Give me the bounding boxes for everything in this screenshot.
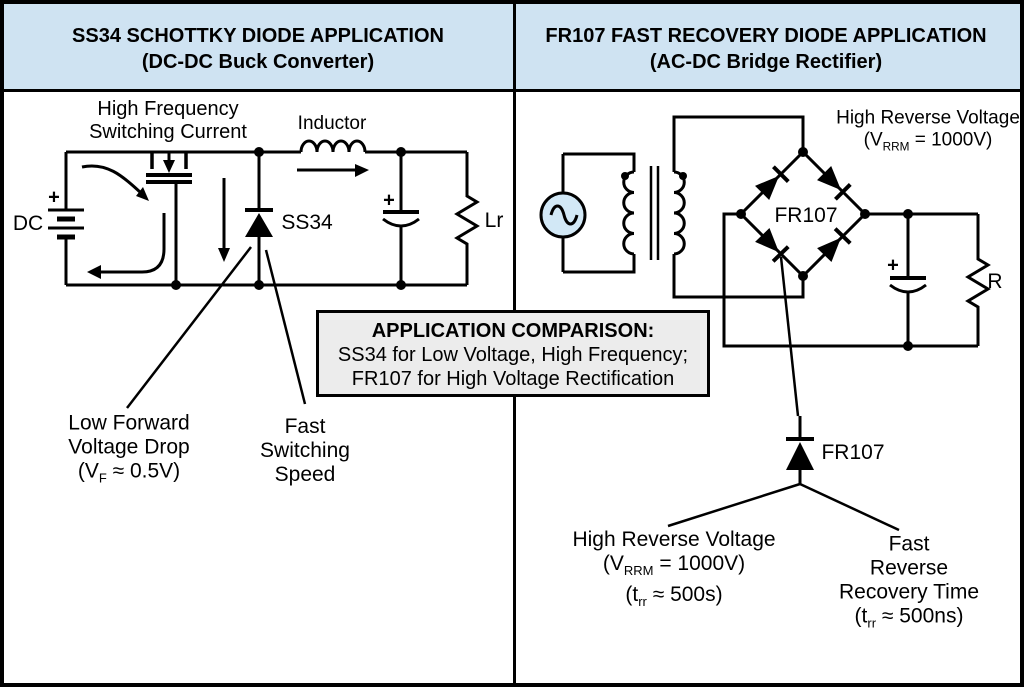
left-title-line2: (DC-DC Buck Converter) (141, 50, 375, 73)
ss34-diode-label: SS34 (281, 211, 333, 234)
comparison-line2: FR107 for High Voltage Rectification (351, 368, 675, 390)
left-title-line1: SS34 SCHOTTKY DIODE APPLICATION (72, 24, 444, 47)
switch-note: High Frequency Switching Current (89, 98, 247, 144)
switch-note-line2: Switching Current (89, 121, 247, 143)
junction-dot (171, 147, 406, 290)
filter-cap-plus-sign: + (887, 254, 899, 277)
vrrm-spec2: (VRRM = 1000V) (602, 551, 746, 578)
schottky-diode-icon (245, 152, 273, 285)
mosfet-switch-icon (146, 152, 192, 285)
buck-converter-circuit (48, 139, 480, 409)
inductor-icon (299, 139, 367, 153)
right-panel-title: FR107 FAST RECOVERY DIODE APPLICATION (A… (512, 4, 1020, 89)
bridge-diode-icon (755, 165, 790, 200)
bridge-diode-icon (817, 227, 852, 263)
reverse-voltage-line1: High Reverse Voltage (836, 107, 1020, 129)
load-lr-label: Lr (484, 209, 504, 232)
comparison-box: APPLICATION COMPARISON: SS34 for Low Vol… (316, 310, 710, 397)
fr107-diode-label: FR107 (821, 441, 885, 464)
dc-source-label: DC (12, 212, 44, 235)
fast-switching-line2: Switching (260, 439, 350, 462)
circuit-diagram (48, 115, 991, 532)
bridge-fr107-label: FR107 (774, 204, 838, 227)
recovery-line1: Fast (888, 532, 930, 556)
load-r-label: R (987, 270, 1003, 293)
wire (672, 115, 805, 172)
trr-spec: (trr ≈ 500s) (625, 583, 723, 610)
inductor-label: Inductor (297, 113, 367, 134)
recovery-line3: Recovery Time (838, 580, 980, 604)
leader-line (126, 246, 252, 409)
current-arrow (218, 178, 230, 262)
vrrm-spec: (VRRM = 1000V) (863, 129, 993, 154)
recovery-time-note: Fast Reverse Recovery Time (trr ≈ 500ns) (839, 532, 979, 635)
leader-line (779, 256, 800, 417)
transformer-icon (621, 166, 687, 260)
leader-line (667, 482, 801, 528)
fast-switching-line3: Speed (274, 463, 336, 486)
current-arrow (297, 164, 369, 177)
right-title-line1: FR107 FAST RECOVERY DIODE APPLICATION (545, 24, 987, 47)
current-arrow (87, 213, 166, 279)
sine-wave-icon (549, 204, 579, 226)
wire (722, 212, 978, 348)
fr107-diode-icon (786, 416, 814, 484)
comparison-title: APPLICATION COMPARISON: (371, 320, 655, 342)
current-arrow (81, 164, 149, 201)
capacitor-plus-sign: + (383, 189, 395, 212)
phase-dot (679, 172, 687, 180)
ac-source-icon (539, 191, 587, 239)
vf-spec: (VF ≈ 0.5V) (77, 459, 181, 486)
capacitor-icon (889, 214, 927, 346)
junction-dot (736, 147, 913, 351)
right-title-line2: (AC-DC Bridge Rectifier) (649, 50, 883, 73)
left-panel-title: SS34 SCHOTTKY DIODE APPLICATION (DC-DC B… (4, 4, 512, 89)
wire (672, 254, 805, 299)
reverse-voltage-note2: High Reverse Voltage (VRRM = 1000V) (trr… (572, 528, 775, 614)
resistor-icon (454, 152, 480, 285)
forward-drop-line2: Voltage Drop (68, 435, 190, 459)
bridge-rectifier-circuit (539, 115, 991, 532)
phase-dot (621, 172, 629, 180)
forward-drop-line1: Low Forward (68, 411, 190, 435)
forward-drop-note: Low Forward Voltage Drop (VF ≈ 0.5V) (68, 411, 189, 490)
switch-note-line1: High Frequency (97, 98, 239, 120)
leader-line (799, 482, 900, 532)
recovery-line2: Reverse (869, 556, 949, 580)
battery-plus-sign: + (48, 186, 60, 209)
header-band: SS34 SCHOTTKY DIODE APPLICATION (DC-DC B… (4, 4, 1020, 92)
resistor-icon (965, 214, 991, 346)
leader-line (264, 249, 307, 405)
bridge-diode-icon (755, 227, 790, 263)
reverse-voltage-note: High Reverse Voltage (VRRM = 1000V) (836, 108, 1020, 159)
bridge-diode-icon (817, 166, 852, 201)
comparison-line1: SS34 for Low Voltage, High Frequency; (337, 344, 689, 366)
capacitor-icon (382, 152, 420, 285)
trr-spec2: (trr ≈ 500ns) (854, 604, 964, 631)
fast-switching-line1: Fast (284, 415, 326, 438)
reverse-voltage2-line1: High Reverse Voltage (572, 527, 776, 551)
fast-switching-note: Fast Switching Speed (260, 415, 350, 487)
dc-battery-icon (48, 208, 84, 240)
wire (563, 152, 636, 274)
